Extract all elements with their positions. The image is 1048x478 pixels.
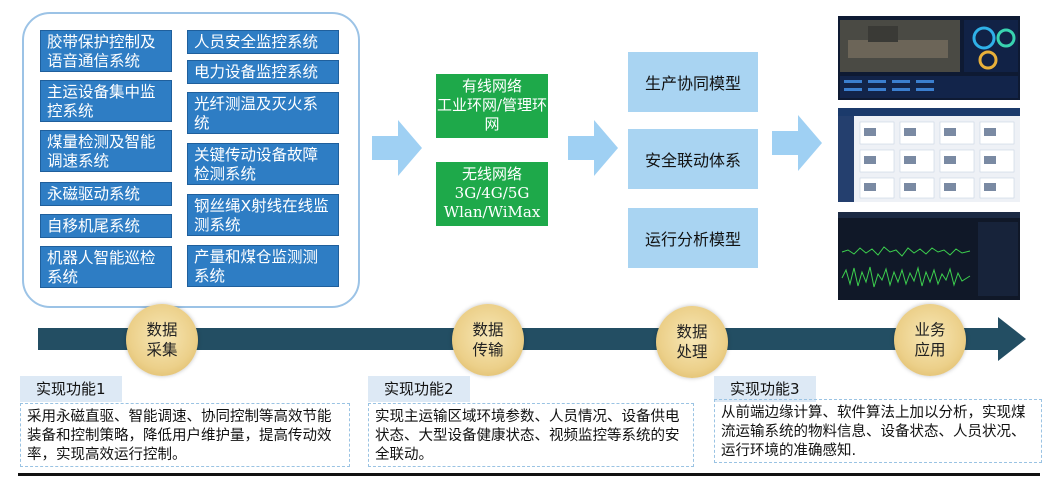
function-description: 从前端边缘计算、软件算法上加以分析，实现煤流运输系统的物料信息、设备状态、人员状… (714, 399, 1042, 463)
system-box: 钢丝绳X射线在线监测系统 (187, 194, 339, 236)
flow-arrow-icon (568, 120, 618, 176)
function-title: 实现功能2 (368, 376, 470, 402)
wired-network-body: 工业环网/管理环网 (436, 96, 548, 133)
model-box: 安全联动体系 (628, 129, 758, 189)
system-box: 人员安全监控系统 (187, 30, 339, 54)
equipment-grid-screenshot (838, 108, 1020, 202)
wireless-network-body: Wlan/WiMax (443, 203, 541, 221)
wireless-network-title: 无线网络 (461, 165, 522, 183)
stage-label: 数据 (472, 321, 504, 339)
wired-network-title: 有线网络 (461, 77, 522, 95)
function-description: 实现主运输区域环境参数、人员情况、设备供电状态、大型设备健康状态、视频监控等系统… (368, 403, 694, 467)
model-box: 生产协同模型 (628, 52, 758, 112)
system-box: 机器人智能巡检系统 (40, 246, 172, 288)
system-box: 胶带保护控制及语音通信系统 (40, 30, 172, 72)
wired-network-box: 有线网络 工业环网/管理环网 (436, 74, 548, 138)
stage-data-collection: 数据采集 (126, 304, 198, 376)
system-box: 光纤测温及灭火系统 (187, 92, 339, 134)
stage-label: 业务 (914, 321, 946, 339)
stage-business-application: 业务应用 (894, 304, 966, 376)
system-box: 主运设备集中监控系统 (40, 80, 172, 122)
stage-label: 数据 (676, 323, 708, 341)
wireless-network-body: 3G/4G/5G (454, 184, 530, 202)
system-box: 自移机尾系统 (40, 214, 172, 238)
timeline-arrowhead-icon (998, 317, 1026, 361)
function-description: 采用永磁直驱、智能调速、协同控制等高效节能装备和控制策略，降低用户维护量，提高传… (20, 403, 350, 467)
stage-label: 处理 (676, 343, 708, 361)
model-box: 运行分析模型 (628, 208, 758, 268)
stage-data-transmission: 数据传输 (452, 304, 524, 376)
stage-label: 应用 (914, 341, 946, 359)
stage-data-processing: 数据处理 (656, 306, 728, 378)
flow-arrow-icon (372, 120, 422, 176)
system-box: 永磁驱动系统 (40, 182, 172, 206)
flow-arrow-icon (772, 115, 822, 171)
system-box: 煤量检测及智能调速系统 (40, 130, 172, 172)
system-box: 产量和煤仓监测测系统 (187, 245, 339, 287)
waveform-screenshot (838, 212, 1020, 300)
function-title: 实现功能3 (714, 376, 816, 402)
bottom-divider (18, 473, 1040, 476)
system-box: 关键传动设备故障检测系统 (187, 143, 339, 185)
stage-label: 数据 (146, 321, 178, 339)
system-box: 电力设备监控系统 (187, 60, 339, 84)
stage-label: 采集 (146, 341, 178, 359)
wireless-network-box: 无线网络 3G/4G/5G Wlan/WiMax (436, 162, 548, 226)
stage-label: 传输 (472, 341, 504, 359)
monitoring-screenshot (838, 16, 1020, 100)
function-title: 实现功能1 (20, 376, 122, 402)
